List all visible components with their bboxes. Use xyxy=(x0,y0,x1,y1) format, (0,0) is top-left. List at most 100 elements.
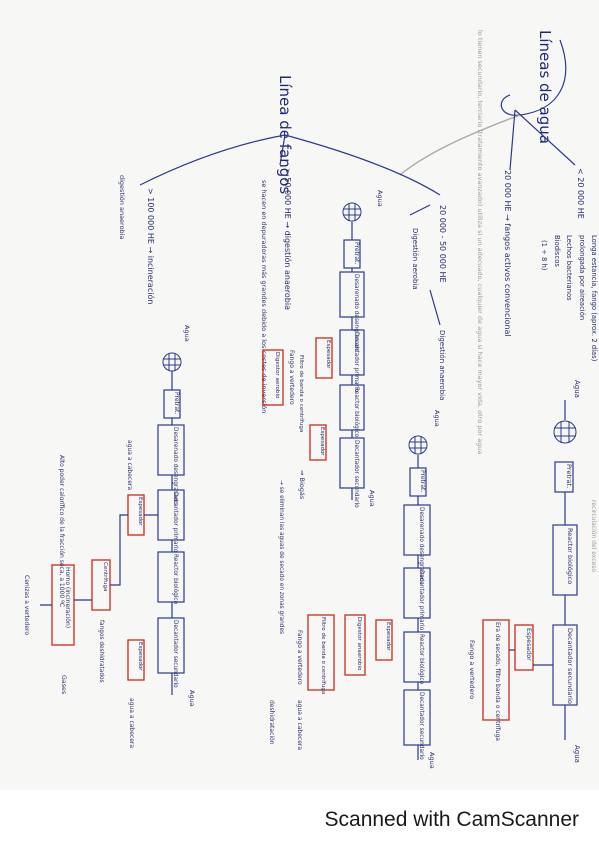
water-disposal: Fango a vertedero xyxy=(468,640,476,699)
sludge-c-agua: Agua xyxy=(183,325,191,342)
sludge-c-reactor-box xyxy=(157,551,185,603)
sludge-c-horno: Horno (incineración) xyxy=(64,567,71,628)
water-recirc-note: recirculación del exceso xyxy=(590,500,597,572)
sludge-b-desarenado: Desarenado desengrasado xyxy=(418,507,424,585)
sludge-c-cenizas: Cenizas a vertedero xyxy=(23,575,30,635)
concept-map: Líneas de agua lo tienen secundario, ter… xyxy=(23,30,598,769)
water-decant-label: Decantador secundario xyxy=(566,628,574,704)
water-pretrat-box xyxy=(554,461,574,493)
small-desc-4: Biodiscos xyxy=(553,235,561,267)
sludge-a-prim-box xyxy=(339,329,365,376)
sludge-c-sludge-connector xyxy=(40,514,158,606)
sludge-b-prim: Decantador primario xyxy=(418,570,424,631)
sludge-c-esp2-box xyxy=(127,639,145,681)
sludge-c-decant: Decantador secundario xyxy=(172,620,178,688)
sludge-c-note-bottom: Alto poder calorífico de la fracción sec… xyxy=(58,455,65,607)
small-desc-2: prolongada por aireación xyxy=(578,235,586,320)
water-agua-in: Agua xyxy=(573,380,581,398)
small-desc-5: (1 ÷ 8 h) xyxy=(540,240,548,271)
water-reactor-label: Reactor biológico xyxy=(566,528,574,584)
sludge-c-screen-grid xyxy=(162,352,182,372)
sludge-b-reactor-box xyxy=(403,631,431,683)
sludge-b-decant-box xyxy=(403,689,431,746)
sludge-sub-line xyxy=(409,204,441,326)
sludge-a-esp2-box xyxy=(309,424,327,461)
sludge-a-digest: Digestor aerobio xyxy=(274,352,280,399)
scanned-page: Líneas de agua lo tienen secundario, ter… xyxy=(23,30,598,769)
scanner-watermark-text: Scanned with CamScanner xyxy=(324,808,579,831)
sludge-b-espesador-box xyxy=(375,619,393,661)
pencil-note: lo tienen secundario, terciario (tratami… xyxy=(476,30,484,454)
water-espesador: Espesador xyxy=(525,628,532,661)
sludge-a-espesador-box xyxy=(315,337,333,379)
water-red-text: Era de secado, filtro banda o centrífuga xyxy=(494,622,501,741)
sludge-c-agua-out: Agua xyxy=(188,690,196,707)
sludge-a-agua-out: Agua xyxy=(368,490,376,507)
water-branch-medium: 20 000 HE → fangos activos convencional xyxy=(503,170,512,337)
sludge-c-cabecera: agua a cabecera xyxy=(128,698,135,748)
sludge-branch-1: 20 000 - 50 000 HE xyxy=(438,205,447,283)
sludge-c-pretrat: Pretrat. xyxy=(173,392,180,414)
title-water-swoosh xyxy=(500,39,567,116)
sludge-b-secado: → se eliminan las aguas de secado en zon… xyxy=(278,480,284,634)
sludge-a-prim: Decantador primario xyxy=(353,332,359,393)
sludge-b-deshid: deshidratación xyxy=(268,700,275,745)
sludge-b-digest-box xyxy=(344,614,366,676)
sludge-b-cabecera: agua a cabecera xyxy=(296,700,303,750)
sludge-a-desarenado: Desarenado desengrasado xyxy=(353,274,359,352)
sludge-b-desarenado-box xyxy=(403,504,431,556)
sludge-c-centrifuga: Centrífuga xyxy=(102,562,109,591)
sludge-b-pretrat: Pretrat. xyxy=(419,470,426,492)
water-branch-line xyxy=(514,109,576,166)
water-pretrat: Pretrat. xyxy=(565,464,573,488)
sludge-a-fango: Fango a vertedero xyxy=(288,350,295,405)
sludge-a-decant-box xyxy=(339,437,365,489)
sludge-b-agua-out: Agua xyxy=(428,752,436,769)
sludge-branch-3-note: digestión anaerobia xyxy=(118,175,126,239)
water-espesador-box xyxy=(514,624,534,671)
sludge-branch-2-note: se hacen en depuradoras más grandes debi… xyxy=(260,180,268,413)
scanner-footer: Scanned with CamScanner xyxy=(0,790,599,848)
sludge-a-digest-box xyxy=(262,349,284,406)
sludge-branch-2: > 50 000 HE → digestión anaerobia xyxy=(283,168,293,310)
sludge-c-prim: Decantador primario xyxy=(172,492,178,553)
sludge-fan-line-1 xyxy=(284,134,441,196)
sludge-c-reactor: Reactor biológico xyxy=(172,554,179,605)
sludge-b-digest: Digestor anaerobio xyxy=(356,617,362,671)
small-desc-1: Longa estancia, fango (aprox. 2 días) xyxy=(590,235,598,362)
sludge-b-espesador: Espesador xyxy=(385,622,391,651)
sludge-b-filter: Filtro de banda o centrífuga xyxy=(320,617,327,694)
sludge-c-prim-box xyxy=(157,489,185,541)
sludge-b-prim-box xyxy=(403,567,431,619)
water-sludge-connector xyxy=(509,649,553,666)
sludge-b-agua: Agua xyxy=(433,410,441,427)
sludge-fan-line-2 xyxy=(279,134,286,166)
sludge-b-screen-grid xyxy=(408,435,428,455)
sludge-a-reactor-box xyxy=(339,384,365,431)
sludge-c-decant-box xyxy=(157,617,185,674)
sludge-a-reactor: Reactor biológico xyxy=(353,387,360,438)
sludge-c-esp2: Espesador xyxy=(137,642,143,671)
sludge-a-agua: Agua xyxy=(376,190,384,207)
sludge-a-biogas: ⇒ Biogás xyxy=(298,470,306,500)
sludge-sub-anaerobic: Digestión anaerobia xyxy=(438,330,446,400)
sludge-b-fango: Fango a vertedero xyxy=(296,630,303,685)
sludge-b-decant: Decantador secundario xyxy=(418,692,424,760)
sludge-b-filter-box xyxy=(307,614,335,691)
sludge-a-esp2: Espesador xyxy=(319,427,325,456)
water-screen-grid xyxy=(553,420,577,444)
sludge-fan-line-3 xyxy=(139,134,286,186)
sludge-c-cabecera-2: agua a cabecera xyxy=(126,440,133,490)
sludge-c-espesador: Espesador xyxy=(137,497,143,526)
sludge-b-reactor: Reactor biológico xyxy=(418,634,425,685)
water-branch-line-2 xyxy=(509,109,516,171)
small-desc-3: Lechos bacterianos xyxy=(565,235,573,301)
sludge-branch-3: > 100 000 HE → incineración xyxy=(146,188,156,304)
sludge-a-decant: Decantador secundario xyxy=(353,440,359,508)
sludge-a-pretrat: Pretrat. xyxy=(353,242,360,264)
sludge-a-screen-grid xyxy=(342,202,362,222)
sludge-a-desarenado-box xyxy=(339,271,365,318)
water-red-box xyxy=(482,619,510,721)
title-water-lines: Líneas de agua xyxy=(536,30,554,144)
sludge-c-desarenado-box xyxy=(157,424,185,476)
